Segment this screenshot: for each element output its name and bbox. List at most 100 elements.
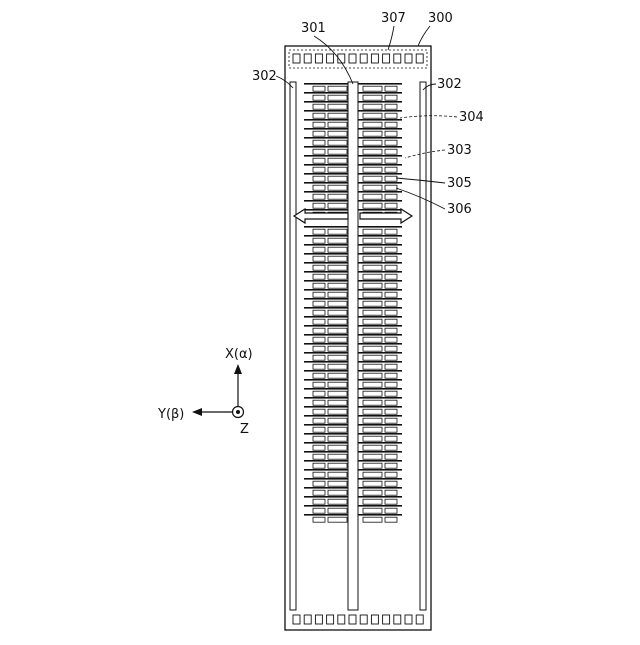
cell-element (363, 391, 382, 396)
cell-element (385, 122, 397, 127)
cell-element (363, 203, 382, 208)
cell-element (363, 373, 382, 378)
electrode-bar-right (358, 316, 402, 318)
electrode-bar-left (304, 361, 348, 363)
electrode-bar-right (358, 496, 402, 498)
cell-element (328, 508, 347, 513)
cell-element (328, 391, 347, 396)
cell-element (328, 382, 347, 387)
electrode-bar-right (358, 379, 402, 381)
electrode-bar-left (304, 442, 348, 444)
cell-element (313, 499, 325, 504)
top-pad (327, 54, 334, 63)
bottom-pad (338, 615, 345, 624)
electrode-bar-left (304, 164, 348, 166)
electrode-bar-right (358, 92, 402, 94)
cell-element (385, 113, 397, 118)
electrode-bar-left (304, 325, 348, 327)
cell-element (328, 319, 347, 324)
comb-row (304, 505, 402, 513)
top-pad (349, 54, 356, 63)
cell-element (313, 247, 325, 252)
cell-element (385, 274, 397, 279)
comb-row (304, 415, 402, 423)
cell-element (385, 104, 397, 109)
comb-row (304, 182, 402, 190)
cell-element (313, 131, 325, 136)
cell-element (328, 463, 347, 468)
side-rail-left (290, 82, 296, 610)
comb-row (304, 226, 402, 234)
comb-row (304, 101, 402, 109)
cell-element (328, 86, 347, 91)
cell-element (328, 409, 347, 414)
cell-element (328, 436, 347, 441)
leader-302-right (423, 84, 436, 90)
comb-row (304, 164, 402, 172)
label-305: 305 (447, 176, 472, 191)
electrode-bar-left (304, 280, 348, 282)
cell-element (385, 373, 397, 378)
cell-element (313, 229, 325, 234)
comb-row (304, 352, 402, 360)
electrode-bar-left (304, 397, 348, 399)
cell-element (385, 265, 397, 270)
cell-element (363, 167, 382, 172)
comb-row (304, 128, 402, 136)
electrode-bar-left (304, 182, 348, 184)
cell-element (363, 481, 382, 486)
leader-300 (418, 26, 430, 46)
axis-y-arrowhead (192, 408, 202, 416)
cell-element (385, 310, 397, 315)
electrode-bar-right (358, 271, 402, 273)
electrode-bar-right (358, 478, 402, 480)
electrode-bar-right (358, 451, 402, 453)
cell-element (385, 400, 397, 405)
cell-element (328, 445, 347, 450)
cell-element (363, 131, 382, 136)
cell-element (363, 400, 382, 405)
cell-element (328, 113, 347, 118)
axis-z-dot (236, 410, 240, 414)
electrode-bar-right (358, 253, 402, 255)
label-302-left: 302 (252, 69, 277, 84)
electrode-bar-right (358, 182, 402, 184)
comb-rows (304, 83, 402, 522)
cell-element (385, 337, 397, 342)
cell-element (328, 328, 347, 333)
cell-element (328, 301, 347, 306)
cell-element (328, 265, 347, 270)
cell-element (328, 229, 347, 234)
cell-element (313, 418, 325, 423)
electrode-bar-left (304, 379, 348, 381)
bottom-pad (327, 615, 334, 624)
cell-element (328, 185, 347, 190)
cell-element (313, 203, 325, 208)
cell-element (385, 229, 397, 234)
cell-element (313, 454, 325, 459)
cell-element (363, 283, 382, 288)
electrode-bar-left (304, 191, 348, 193)
cell-element (363, 265, 382, 270)
cell-element (313, 95, 325, 100)
cell-element (328, 310, 347, 315)
cell-element (313, 508, 325, 513)
cell-element (385, 463, 397, 468)
electrode-bar-right (358, 514, 402, 516)
cell-element (313, 194, 325, 199)
cell-element (363, 337, 382, 342)
electrode-bar-right (358, 505, 402, 507)
cell-element (385, 86, 397, 91)
cell-element (313, 301, 325, 306)
electrode-bar-right (358, 209, 402, 211)
cell-element (385, 364, 397, 369)
bottom-pad (383, 615, 390, 624)
cell-element (363, 229, 382, 234)
electrode-bar-right (358, 388, 402, 390)
electrode-bar-left (304, 460, 348, 462)
cell-element (328, 149, 347, 154)
electrode-bar-left (304, 496, 348, 498)
cell-element (328, 131, 347, 136)
cell-element (385, 328, 397, 333)
electrode-bar-left (304, 146, 348, 148)
